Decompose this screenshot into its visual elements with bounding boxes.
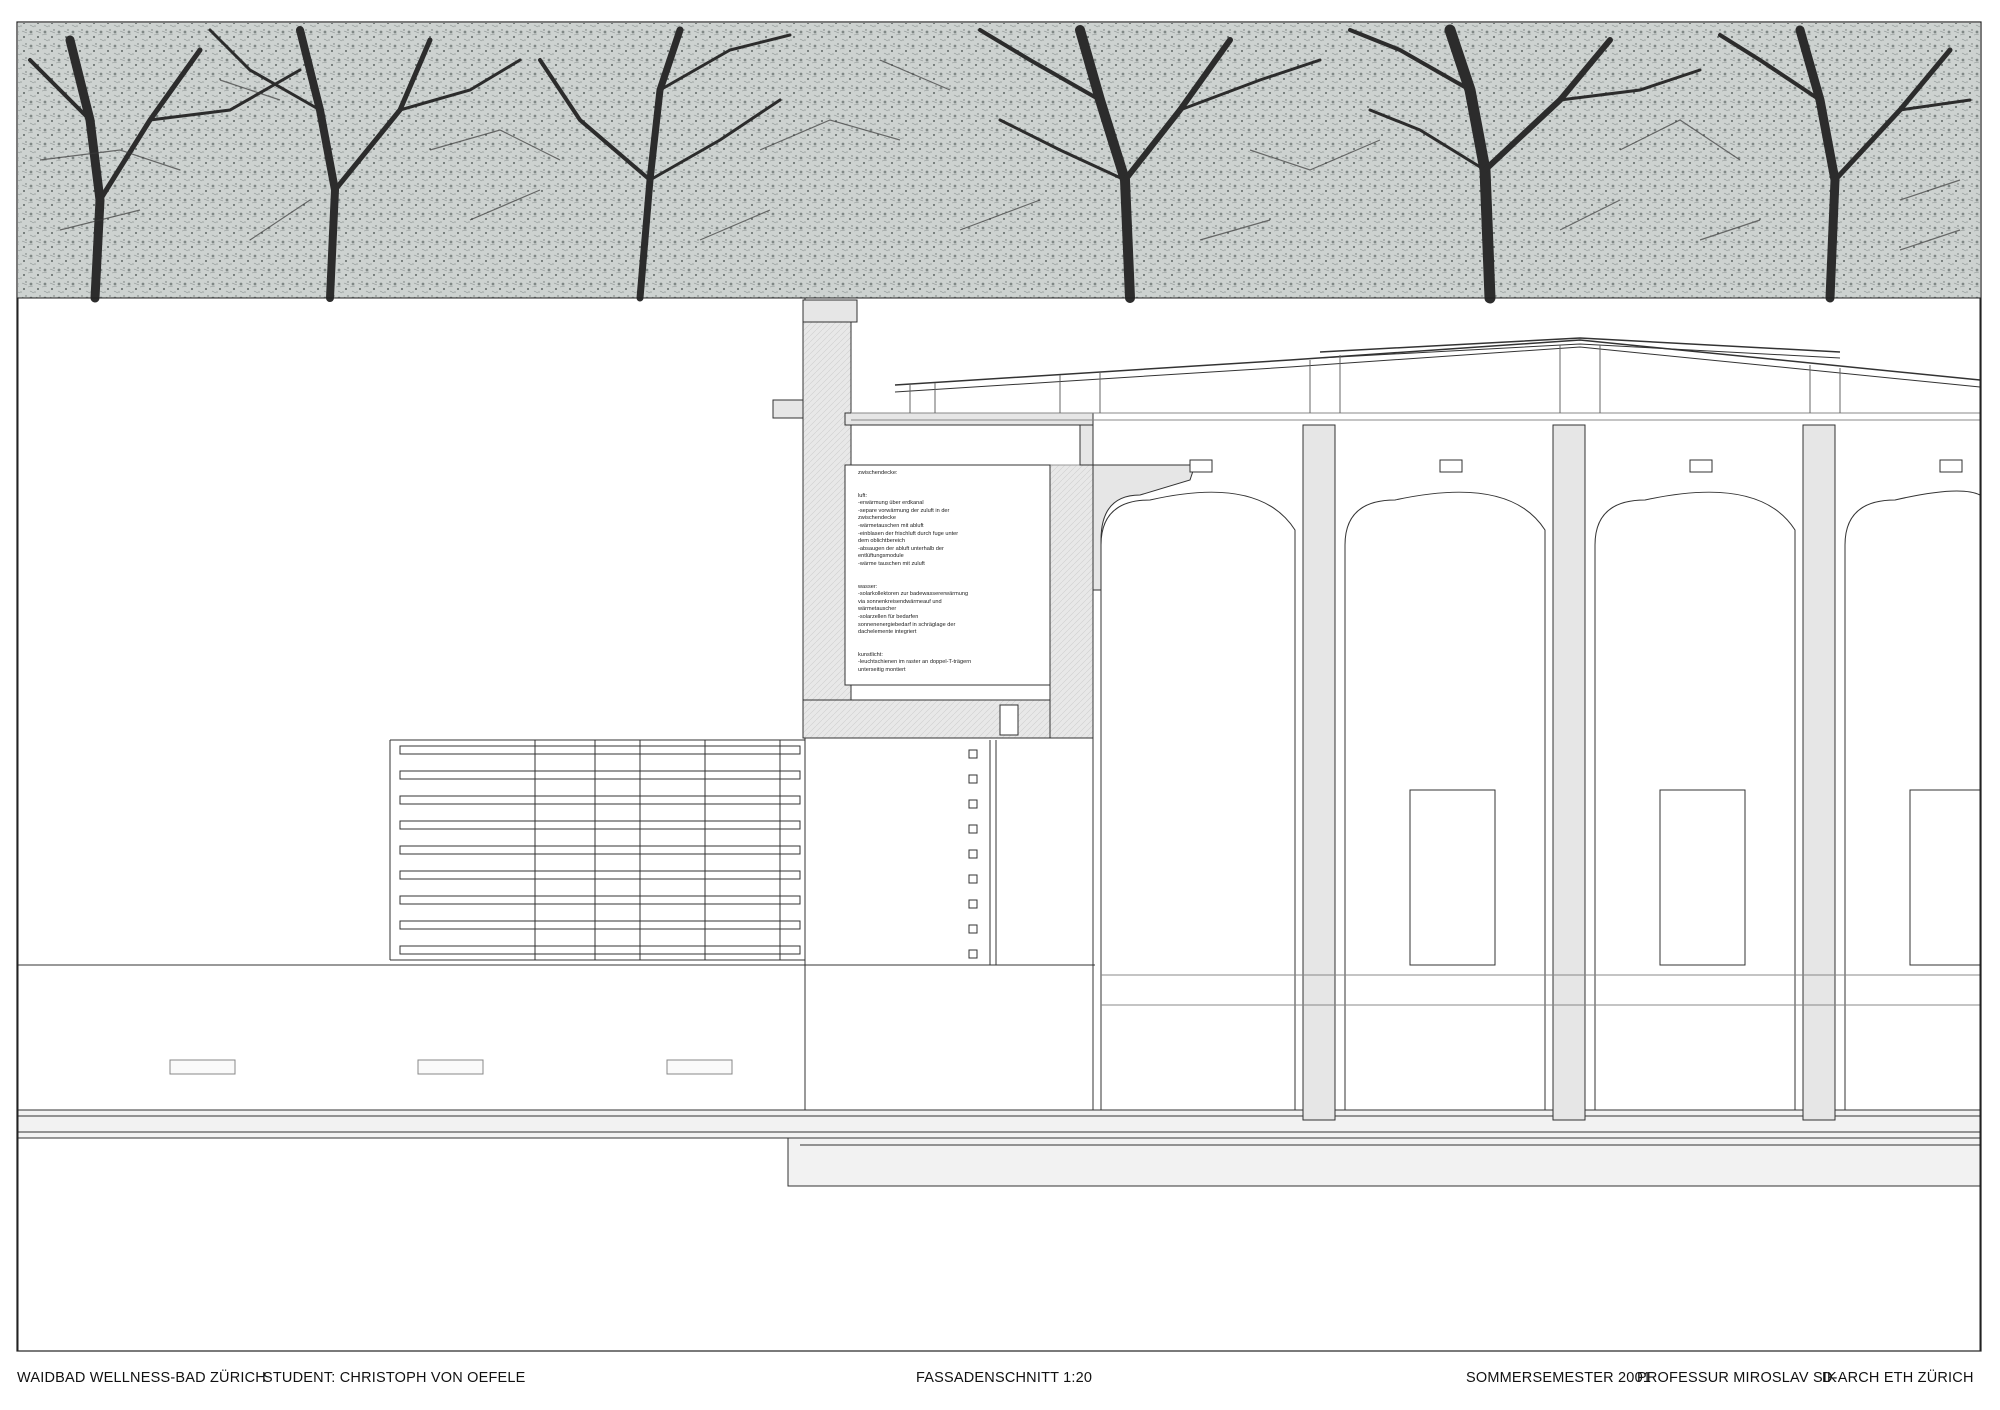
construction-notes: zwischendecke: luft: -erwärmung über erd… xyxy=(858,470,1048,674)
footer-institute: D-ARCH ETH ZÜRICH xyxy=(1822,1370,1974,1386)
notes-line: unterseitig montiert xyxy=(858,666,906,673)
notes-line: dachelemente integriert xyxy=(858,629,917,636)
tree-photo-band xyxy=(18,23,1980,304)
notes-line: -absaugen der abluft unterhalb der xyxy=(858,545,944,552)
notes-line: -solarkollektoren zur badewassererwärmun… xyxy=(858,591,969,598)
notes-line: -erwärmung über erdkanal xyxy=(858,500,924,507)
footer-student: STUDENT: CHRISTOPH VON OEFELE xyxy=(263,1370,526,1386)
notes-line: kunstlicht: xyxy=(858,651,883,658)
notes-line: entlüftungsmodule xyxy=(858,553,904,560)
footer-professor: PROFESSUR MIROSLAV SIK xyxy=(1637,1370,1837,1386)
notes-line: -einblasen der frischluft durch fuge unt… xyxy=(858,530,959,537)
facade-section-drawing xyxy=(17,298,1981,1187)
notes-line: dem oblichtbereich xyxy=(858,538,905,545)
footer-project-title: WAIDBAD WELLNESS-BAD ZÜRICH xyxy=(17,1370,266,1386)
notes-line: via sonnenkreisendwärmeauf und xyxy=(858,598,942,605)
notes-line: -wärmetauschen mit abluft xyxy=(858,522,924,529)
notes-line: -separe vorwärmung der zuluft in der xyxy=(858,507,950,514)
notes-heading: zwischendecke: xyxy=(858,470,898,476)
notes-line: wasser: xyxy=(858,583,878,590)
notes-line: luft: xyxy=(858,492,868,499)
notes-line: -leuchtschienen im raster an doppel-T-tr… xyxy=(858,659,972,666)
notes-line: sonnenenergiebedarf in schräglage der xyxy=(858,621,956,628)
notes-line: zwischendecke xyxy=(858,515,896,522)
notes-line: -wärme tauschen mit zuluft xyxy=(858,560,925,567)
notes-line: wärmetauscher xyxy=(858,606,897,613)
footer-semester: SOMMERSEMESTER 2001 xyxy=(1466,1370,1652,1386)
notes-line: -solarzellen für bedarfen xyxy=(858,613,919,620)
footer-drawing-title: FASSADENSCHNITT 1:20 xyxy=(916,1370,1093,1386)
